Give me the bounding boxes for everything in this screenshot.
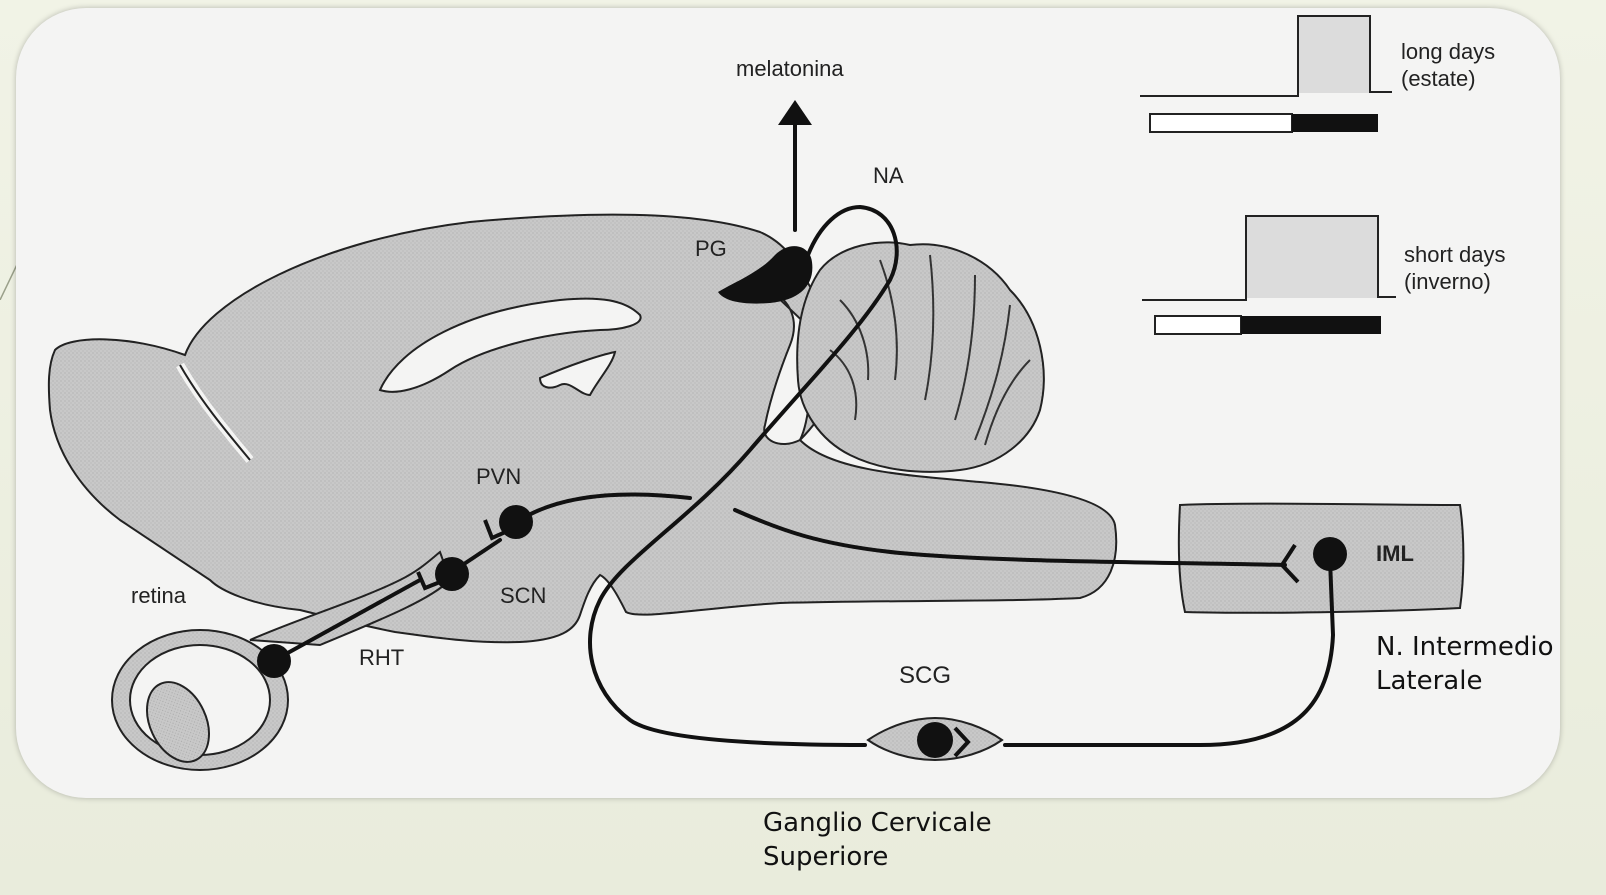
scg-label: SCG [899, 662, 951, 689]
na-label: NA [873, 163, 904, 188]
rht-label: RHT [359, 645, 404, 670]
long-days-legend [1140, 16, 1392, 132]
iml-neuron [1313, 537, 1347, 571]
iml-label: IML [1376, 541, 1414, 566]
long-days-pulse-fill [1299, 17, 1369, 93]
long-days-dark-bar [1292, 114, 1378, 132]
iml-caption: N. Intermedio Laterale [1376, 630, 1554, 698]
pvn-label: PVN [476, 464, 521, 489]
retina-label: retina [131, 583, 187, 608]
melatonin-arrow-head [778, 100, 812, 125]
long-days-light-bar [1150, 114, 1292, 132]
scn-label: SCN [500, 583, 546, 608]
scg-neuron [917, 722, 953, 758]
melatonina-label: melatonina [736, 56, 844, 81]
inverno-label: (inverno) [1404, 269, 1491, 294]
short-days-pulse-fill [1247, 217, 1377, 298]
pvn-neuron [499, 505, 533, 539]
scg-caption-line2: Superiore [763, 840, 992, 874]
retina-neuron [257, 644, 291, 678]
short-days-legend [1142, 216, 1396, 334]
iml-caption-line1: N. Intermedio [1376, 630, 1554, 664]
pg-label: PG [695, 236, 727, 261]
cerebellum [797, 242, 1044, 471]
short-days-label: short days [1404, 242, 1506, 267]
estate-label: (estate) [1401, 66, 1476, 91]
short-days-light-bar [1155, 316, 1241, 334]
scg-caption: Ganglio Cervicale Superiore [763, 806, 992, 874]
scg-caption-line1: Ganglio Cervicale [763, 806, 992, 840]
short-days-dark-bar [1241, 316, 1381, 334]
long-days-label: long days [1401, 39, 1495, 64]
iml-caption-line2: Laterale [1376, 664, 1554, 698]
scn-neuron [435, 557, 469, 591]
